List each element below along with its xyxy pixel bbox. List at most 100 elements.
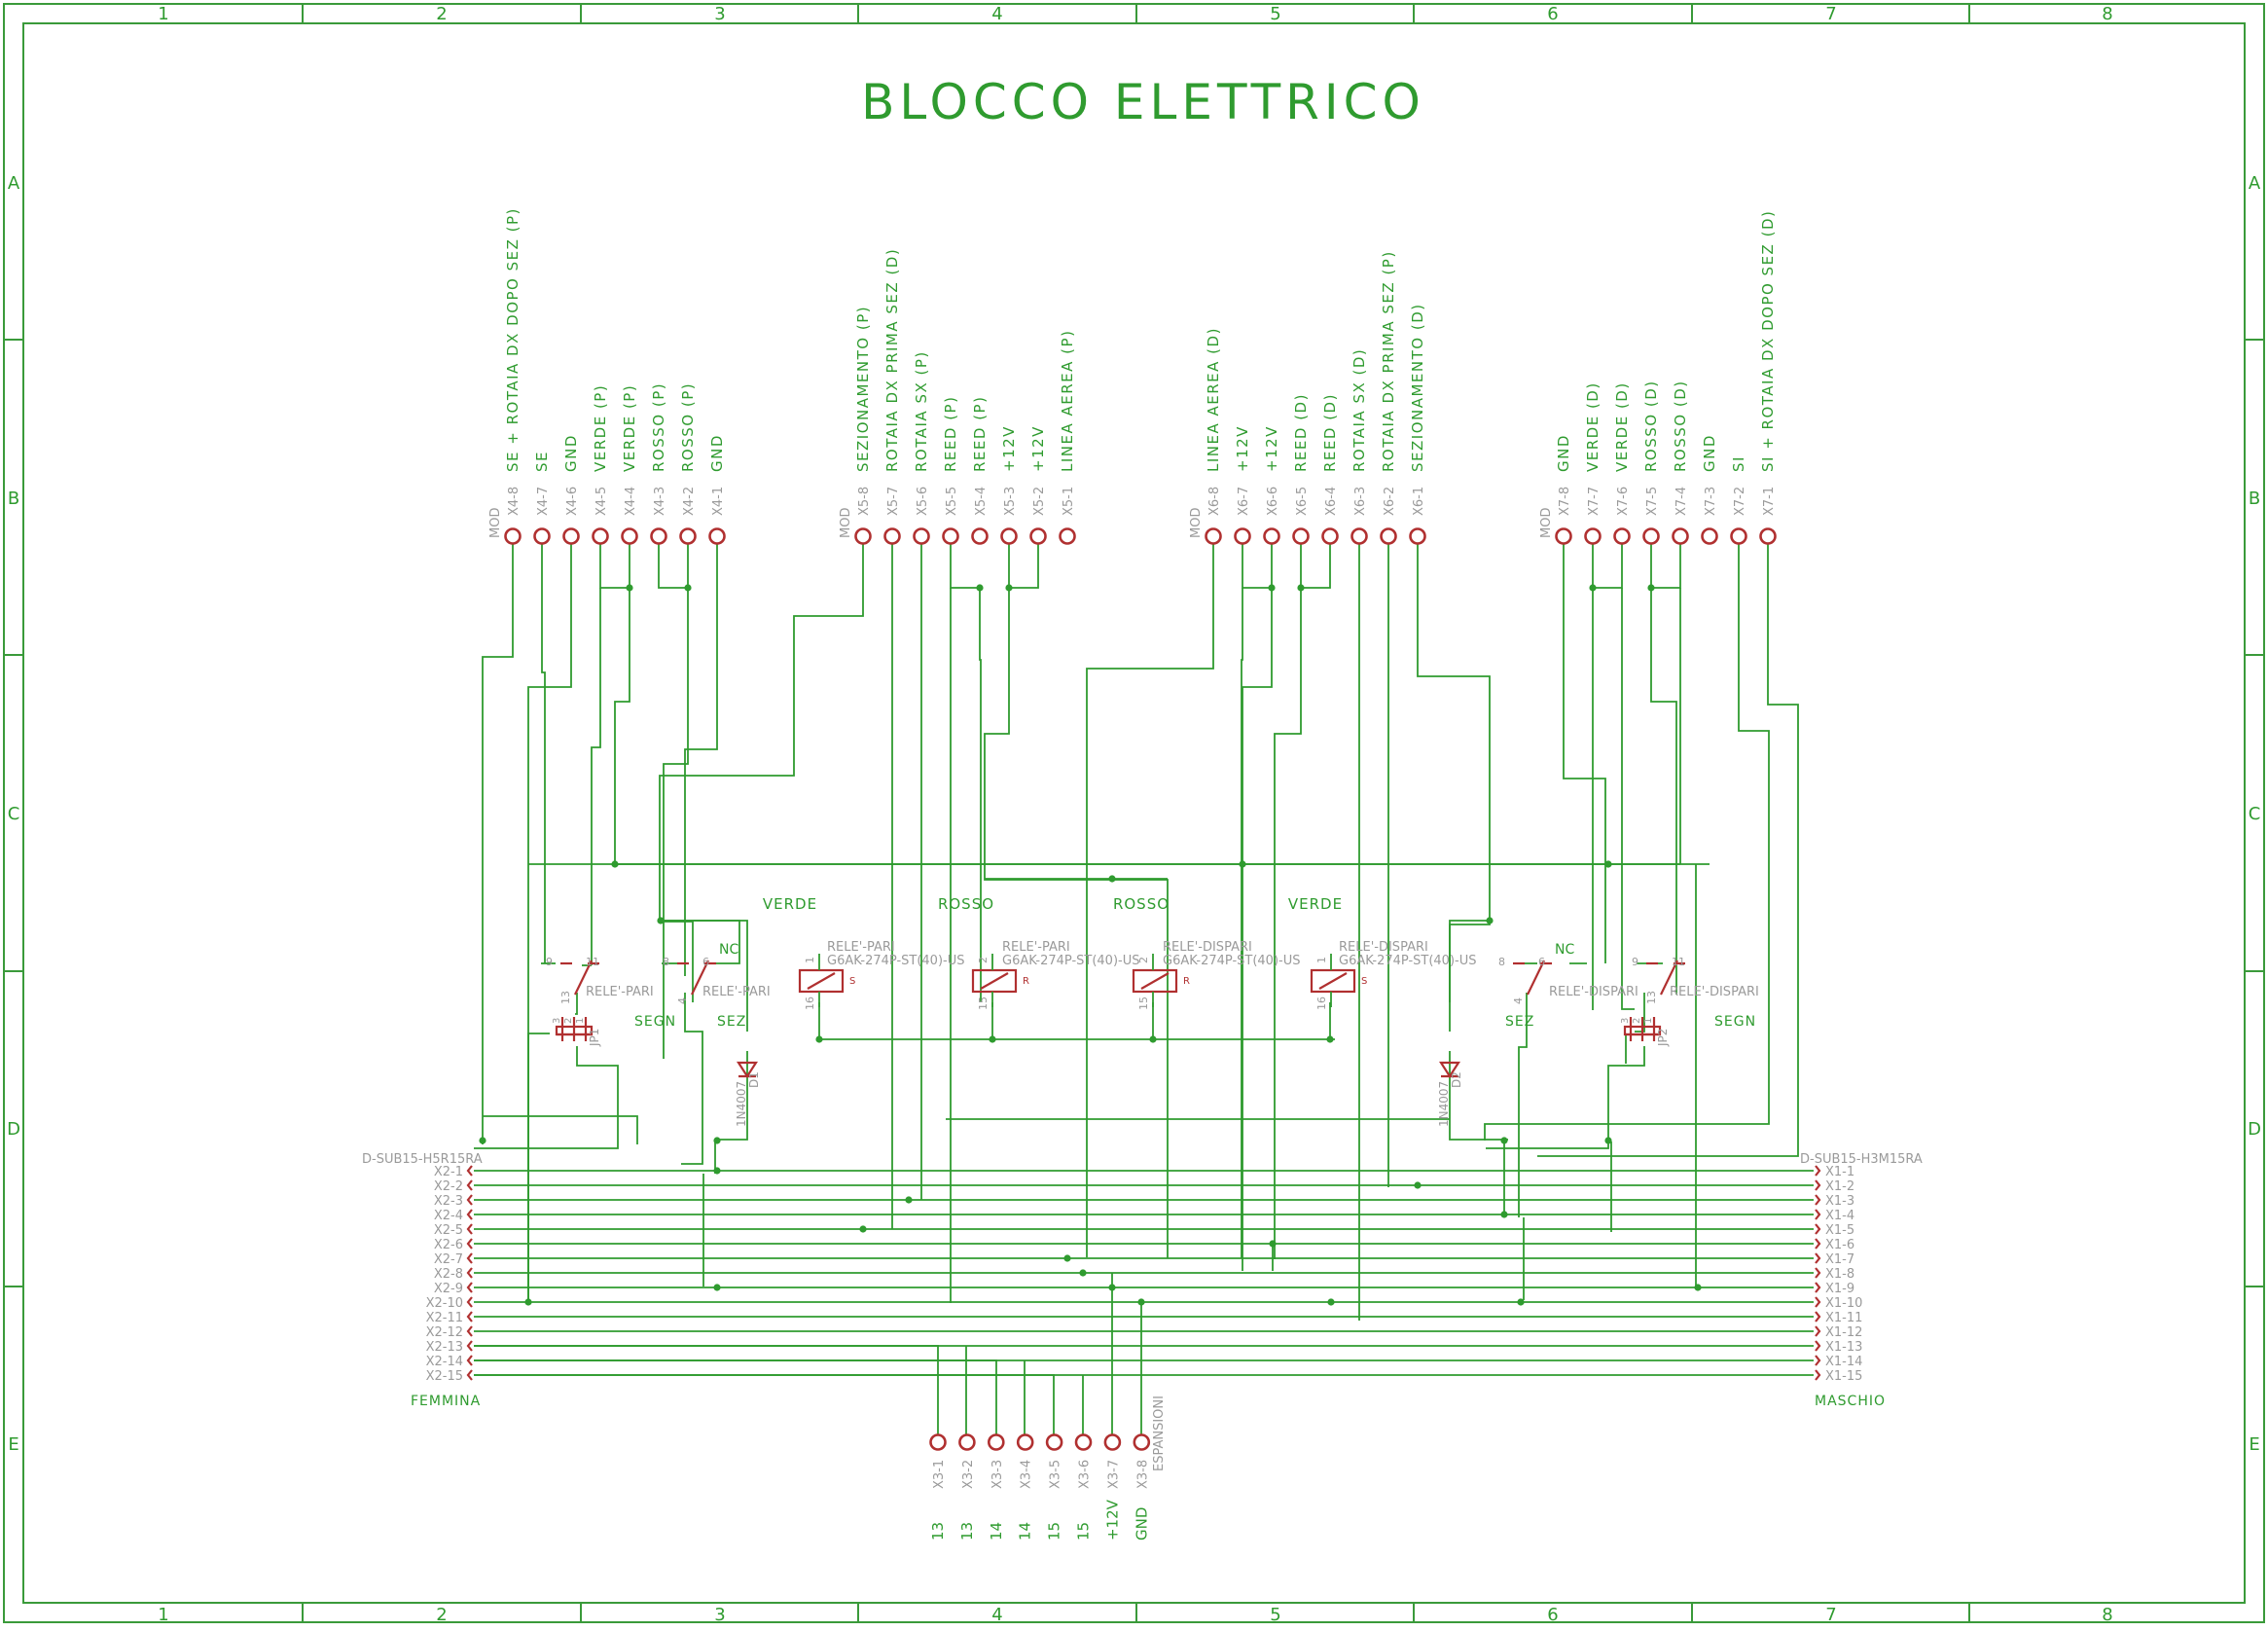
- x3-pin-label: X3-5: [1049, 1460, 1063, 1489]
- x2-pin-contact[interactable]: [466, 1209, 473, 1220]
- header-pad[interactable]: [562, 527, 580, 545]
- x2-pin-contact[interactable]: [466, 1267, 473, 1279]
- x2-pin-contact[interactable]: [466, 1223, 473, 1235]
- header-pad[interactable]: [1555, 527, 1572, 545]
- x1-pin-contact[interactable]: [1815, 1325, 1821, 1337]
- header-pad[interactable]: [883, 527, 901, 545]
- x1-pin-contact[interactable]: [1815, 1252, 1821, 1264]
- x3-pad[interactable]: [1074, 1433, 1093, 1451]
- header-pad[interactable]: [621, 527, 638, 545]
- header-pad[interactable]: [942, 527, 959, 545]
- relay-coil[interactable]: VERDERELE'-DISPARIG6AK-274P-ST(40)-US116…: [1288, 895, 1477, 1010]
- x1-pin-contact[interactable]: [1815, 1209, 1821, 1220]
- header-pad[interactable]: [1000, 527, 1018, 545]
- header-pin-label: X6-5: [1295, 487, 1310, 516]
- x2-pin-contact[interactable]: [466, 1325, 473, 1337]
- x2-pin-contact[interactable]: [466, 1238, 473, 1250]
- header-pad[interactable]: [1234, 527, 1251, 545]
- column-label-bottom: 1: [158, 1605, 168, 1625]
- header-pad[interactable]: [1350, 527, 1368, 545]
- x1-pin-contact[interactable]: [1815, 1165, 1821, 1177]
- drawing-frame: [3, 3, 2265, 1623]
- header-pad[interactable]: [1292, 527, 1310, 545]
- header-pad[interactable]: [708, 527, 726, 545]
- x3-pad[interactable]: [929, 1433, 947, 1451]
- x1-pin-contact[interactable]: [1815, 1369, 1821, 1381]
- header-pad[interactable]: [1701, 527, 1718, 545]
- x1-pin-contact[interactable]: [1815, 1223, 1821, 1235]
- x1-pin-contact[interactable]: [1815, 1296, 1821, 1308]
- junction-dot: [815, 1035, 823, 1043]
- header-pad[interactable]: [533, 527, 551, 545]
- header-pad[interactable]: [592, 527, 609, 545]
- x3-pin-label: X3-1: [932, 1460, 947, 1489]
- header-pad[interactable]: [1730, 527, 1747, 545]
- x1-pin-contact[interactable]: [1815, 1179, 1821, 1191]
- x2-pin-contact[interactable]: [466, 1296, 473, 1308]
- x2-pin-contact[interactable]: [466, 1252, 473, 1264]
- header-pad[interactable]: [1613, 527, 1631, 545]
- x3-pad[interactable]: [1016, 1433, 1034, 1451]
- x3-pad[interactable]: [1103, 1433, 1122, 1451]
- relay-coil[interactable]: ROSSORELE'-DISPARIG6AK-274P-ST(40)-US215…: [1113, 895, 1301, 1010]
- header-pad[interactable]: [650, 527, 667, 545]
- x1-pin-contact[interactable]: [1815, 1282, 1821, 1293]
- x3-pad[interactable]: [958, 1433, 976, 1451]
- header-pad[interactable]: [1409, 527, 1426, 545]
- x1-pin-contact[interactable]: [1815, 1311, 1821, 1323]
- x1-pin-contact[interactable]: [1815, 1340, 1821, 1352]
- header-pad[interactable]: [1672, 527, 1689, 545]
- header-pad[interactable]: [1584, 527, 1602, 545]
- x3-pad[interactable]: [1133, 1433, 1151, 1451]
- header-pad[interactable]: [679, 527, 697, 545]
- x1-pin-contact[interactable]: [1815, 1238, 1821, 1250]
- jumper-pin-label: 3: [552, 1018, 562, 1024]
- x2-pin-contact[interactable]: [466, 1369, 473, 1381]
- contact-pin: 13: [1645, 991, 1658, 1004]
- x2-pin-contact[interactable]: [466, 1311, 473, 1323]
- header-pad[interactable]: [1059, 527, 1076, 545]
- x2-pin-contact[interactable]: [466, 1179, 473, 1191]
- header-pin-label: X5-3: [1003, 487, 1018, 516]
- x2-pin-contact[interactable]: [466, 1355, 473, 1366]
- relay-model-label: G6AK-274P-ST(40)-US: [1163, 954, 1300, 968]
- x2-pin-contact[interactable]: [466, 1165, 473, 1177]
- header-pad[interactable]: [1205, 527, 1222, 545]
- junction-dot: [1269, 1240, 1277, 1248]
- x3-pad[interactable]: [1045, 1433, 1063, 1451]
- x3-signal-label: 13: [958, 1522, 976, 1540]
- header-pad[interactable]: [1029, 527, 1047, 545]
- x1-pin-contact[interactable]: [1815, 1194, 1821, 1206]
- header-pad[interactable]: [971, 527, 989, 545]
- x1-pin-contact[interactable]: [1815, 1355, 1821, 1366]
- header-pad[interactable]: [1380, 527, 1397, 545]
- contact-pin: 13: [559, 991, 572, 1004]
- x1-pin-contact[interactable]: [1815, 1267, 1821, 1279]
- x3-pad[interactable]: [987, 1433, 1005, 1451]
- x2-pin-contact[interactable]: [466, 1282, 473, 1293]
- header-pad[interactable]: [504, 527, 522, 545]
- header-pad[interactable]: [1759, 527, 1777, 545]
- header-pad[interactable]: [913, 527, 930, 545]
- header-signal-label: VERDE (D): [1613, 381, 1631, 472]
- header-pad[interactable]: [854, 527, 872, 545]
- x2-pin-contact[interactable]: [466, 1340, 473, 1352]
- row-label-left: C: [8, 804, 20, 824]
- header-pad[interactable]: [1642, 527, 1660, 545]
- x2-pin-contact[interactable]: [466, 1194, 473, 1206]
- header-pin-label: X7-7: [1587, 487, 1602, 516]
- x1-pin-label: X1-14: [1825, 1355, 1862, 1369]
- header-pad[interactable]: [1263, 527, 1280, 545]
- header-pad[interactable]: [1321, 527, 1339, 545]
